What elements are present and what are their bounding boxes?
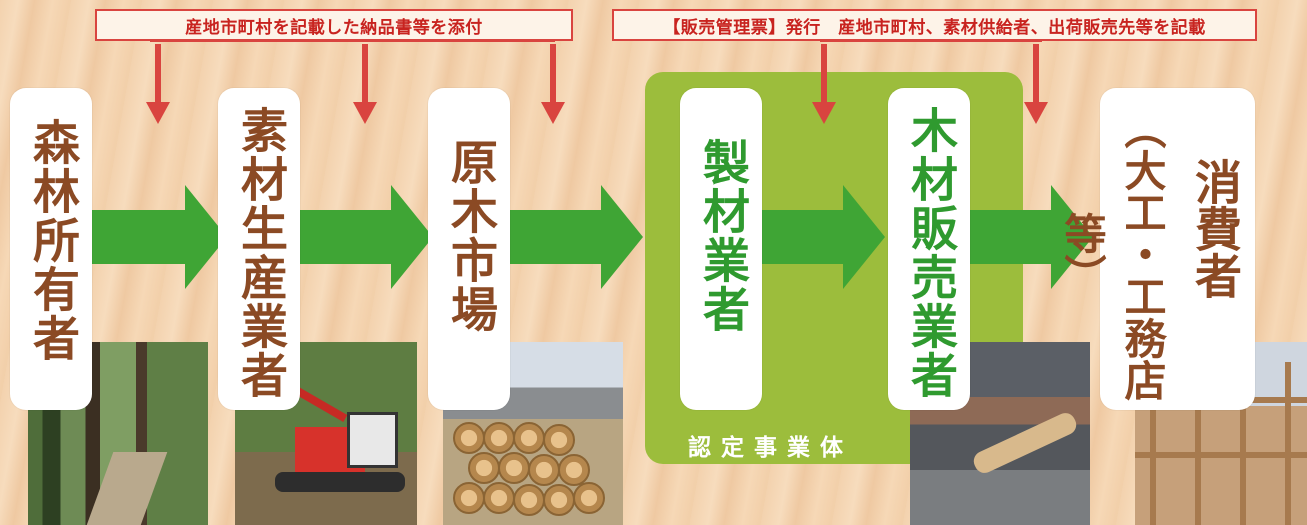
flow-arrow-2 bbox=[298, 185, 433, 289]
node-consumer-label: 消費者 bbox=[1186, 158, 1241, 299]
node-timber-seller: 木材販売業者 bbox=[888, 88, 970, 410]
house-frame-photo bbox=[1135, 342, 1307, 525]
node-log-producer: 素材生産業者 bbox=[218, 88, 300, 410]
node-timber-seller-label: 木材販売業者 bbox=[902, 106, 957, 400]
node-consumer: （大工・工務店等） 消費者 bbox=[1058, 88, 1255, 410]
node-consumer-sublabel: （大工・工務店等） bbox=[1058, 107, 1167, 401]
document-arrow-4 bbox=[812, 44, 836, 124]
document-note-left: 産地市町村を記載した納品書等を添付 bbox=[95, 9, 573, 41]
node-log-producer-label: 素材生産業者 bbox=[232, 106, 287, 400]
document-arrow-3 bbox=[541, 44, 565, 124]
node-sawmill-label: 製材業者 bbox=[694, 138, 749, 334]
document-arrow-2 bbox=[353, 44, 377, 124]
document-note-right: 【販売管理票】発行 産地市町村、素材供給者、出荷販売先等を記載 bbox=[612, 9, 1257, 41]
document-bracket-right bbox=[820, 40, 1042, 42]
flow-arrow-3 bbox=[508, 185, 643, 289]
node-forest-owner: 森林所有者 bbox=[10, 88, 92, 410]
certified-business-label: 認定事業体 bbox=[688, 435, 853, 461]
node-log-market: 原木市場 bbox=[428, 88, 510, 410]
document-arrow-5 bbox=[1024, 44, 1048, 124]
flow-arrow-4 bbox=[760, 185, 885, 289]
node-log-market-label: 原木市場 bbox=[442, 138, 497, 334]
document-arrow-1 bbox=[146, 44, 170, 124]
node-sawmill: 製材業者 bbox=[680, 88, 762, 410]
node-forest-owner-label: 森林所有者 bbox=[24, 118, 79, 363]
flow-arrow-1 bbox=[92, 185, 227, 289]
document-bracket-left bbox=[150, 40, 555, 42]
flow-arrow-5 bbox=[968, 185, 1093, 289]
